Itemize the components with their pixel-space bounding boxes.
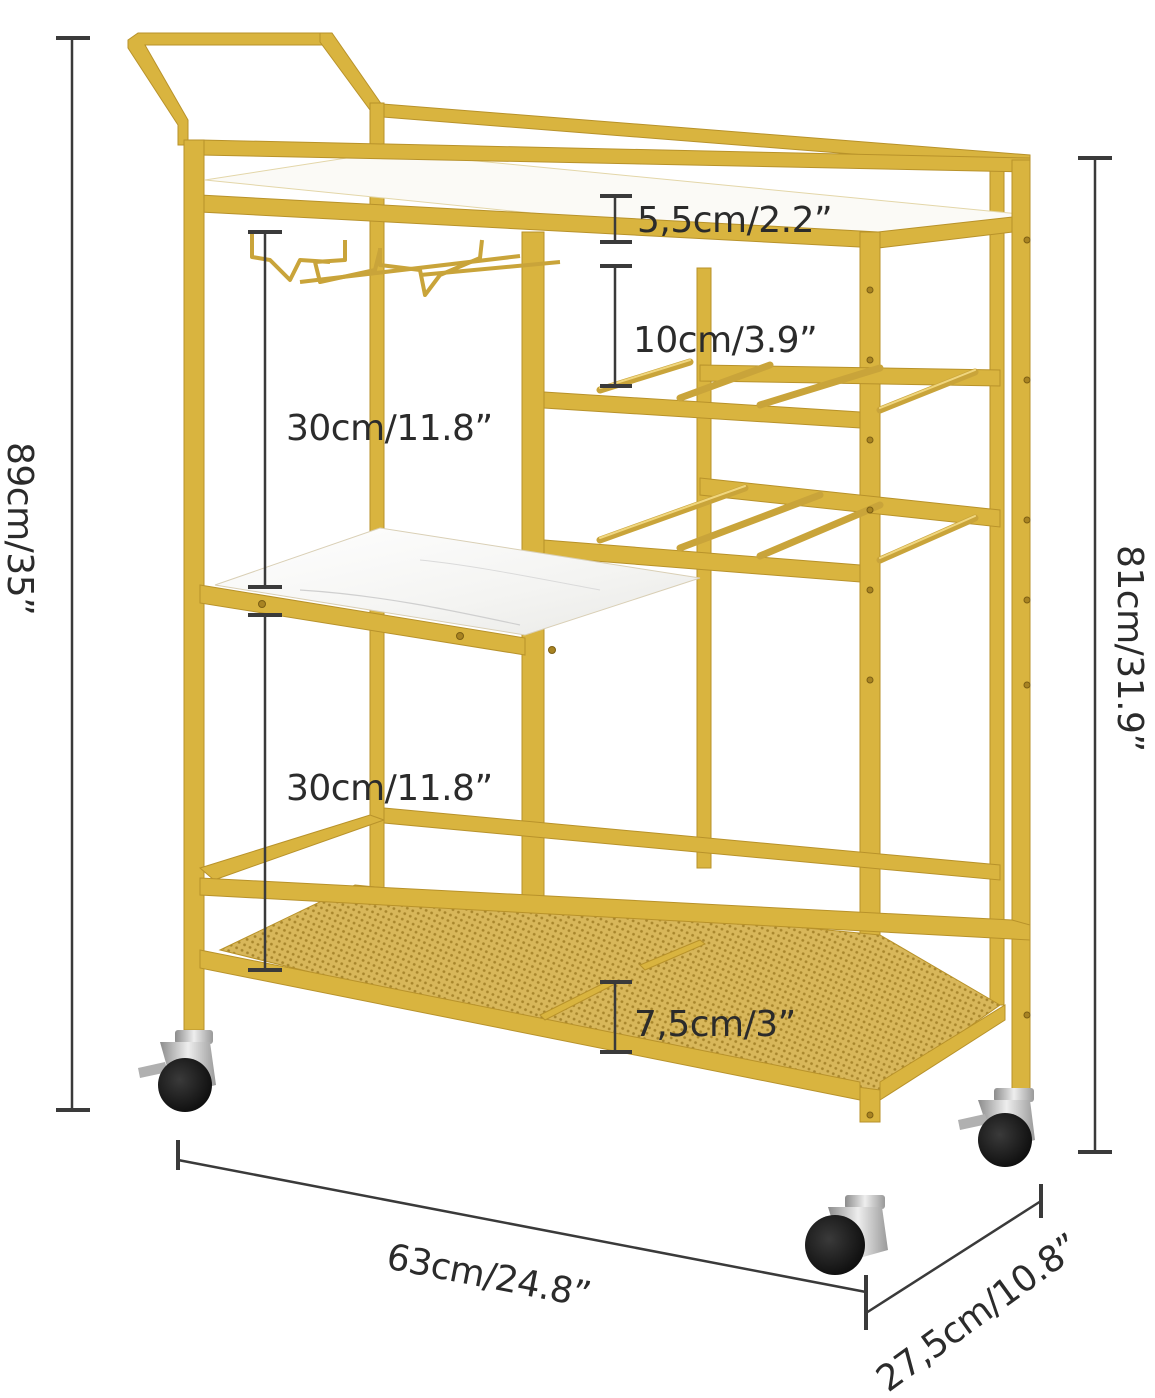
frame-bolts [866,236,1031,1119]
dimension-top-rail: 5,5cm/2.2” [600,194,833,244]
dimension-bottom-rail: 7,5cm/3” [600,980,796,1054]
dimension-top-to-middle: 30cm/11.8” [248,230,493,589]
bottom-rail-label: 7,5cm/3” [634,1004,796,1045]
wine-glass-hanger [250,232,561,297]
bottom-shelf [198,807,1031,1101]
dimension-wine-rack-gap: 10cm/3.9” [600,264,818,388]
wine-rack-lower [543,477,1001,583]
dimension-frame-height: 81cm/31.9” [1078,156,1150,1154]
middle-marble-shelf [214,527,701,636]
wine-rack-upper [543,358,1001,429]
dimension-middle-to-bottom: 30cm/11.8” [248,613,493,972]
depth-label: 27,5cm/10.8” [869,1226,1087,1398]
overall-height-label: 89cm/35” [0,442,40,615]
back-right-leg [1011,159,1031,1091]
caster-front-left [138,1030,216,1112]
width-label: 63cm/24.8” [383,1237,594,1317]
cart-handle [127,32,383,146]
frame-height-label: 81cm/31.9” [1109,545,1150,752]
wine-rack-gap-label: 10cm/3.9” [633,320,817,361]
top-to-middle-label: 30cm/11.8” [286,408,493,449]
top-rail-label: 5,5cm/2.2” [637,200,832,241]
dimension-depth: 27,5cm/10.8” [864,1184,1087,1398]
dimension-overall-height: 89cm/35” [0,36,90,1112]
caster-back-right [958,1088,1035,1167]
middle-to-bottom-label: 30cm/11.8” [286,768,493,809]
dimension-width: 63cm/24.8” [176,1140,868,1317]
caster-front-right [805,1195,888,1275]
bar-cart-illustration [127,32,1035,1275]
